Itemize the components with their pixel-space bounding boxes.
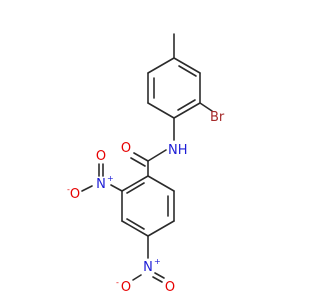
bond-upper-ring — [173, 102, 201, 119]
bond-upper-ring — [173, 57, 201, 74]
bond-lower-ring — [147, 175, 175, 192]
bond-c-br — [199, 102, 213, 112]
amide-nitrogen-label: NH — [168, 143, 188, 158]
bond-c-o-double — [133, 152, 149, 162]
bond-upper-ring — [147, 102, 175, 119]
atom-label-layer: Br NH O N + O O - N + O - O — [67, 110, 225, 295]
bond-no2-para-single — [132, 274, 142, 281]
ortho-nitro-nitrogen-label: N — [96, 177, 106, 192]
carbonyl-oxygen-label: O — [121, 141, 131, 156]
bromine-atom-label: Br — [210, 110, 225, 125]
para-nitro-right-oxygen-label: O — [165, 280, 175, 295]
ortho-nitro-top-oxygen-label: O — [96, 149, 106, 164]
bond-c-o-double — [130, 157, 146, 167]
para-nitro-left-oxygen-label: O — [121, 280, 131, 295]
bond-lower-ring — [121, 175, 149, 192]
bond-no2-ortho-single — [81, 185, 93, 192]
bond-upper-ring-double — [178, 65, 197, 77]
ortho-nitro-side-oxygen-label: O — [70, 187, 80, 202]
bond-ring-no2-ortho — [110, 184, 123, 192]
bond-lower-ring — [121, 220, 149, 237]
bond-upper-ring — [147, 57, 175, 74]
bond-lower-ring-double — [126, 218, 145, 230]
bond-lower-ring — [147, 220, 175, 237]
para-nitro-oxygen-charge: - — [116, 278, 119, 287]
molecule-structure: Br NH O N + O O - N + O - O — [67, 33, 225, 295]
ortho-nitro-oxygen-charge: - — [67, 185, 70, 194]
bond-lower-ring-double — [126, 182, 145, 194]
bond-layer — [81, 33, 213, 283]
bond-upper-ring-double — [177, 99, 196, 111]
bond-no2-para-double — [152, 276, 163, 283]
ortho-nitro-nitrogen-charge: + — [107, 174, 114, 183]
para-nitro-nitrogen-charge: + — [154, 257, 161, 266]
bond-n-c — [147, 149, 167, 162]
para-nitro-nitrogen-label: N — [143, 260, 153, 275]
bond-no2-para-double — [154, 272, 165, 279]
